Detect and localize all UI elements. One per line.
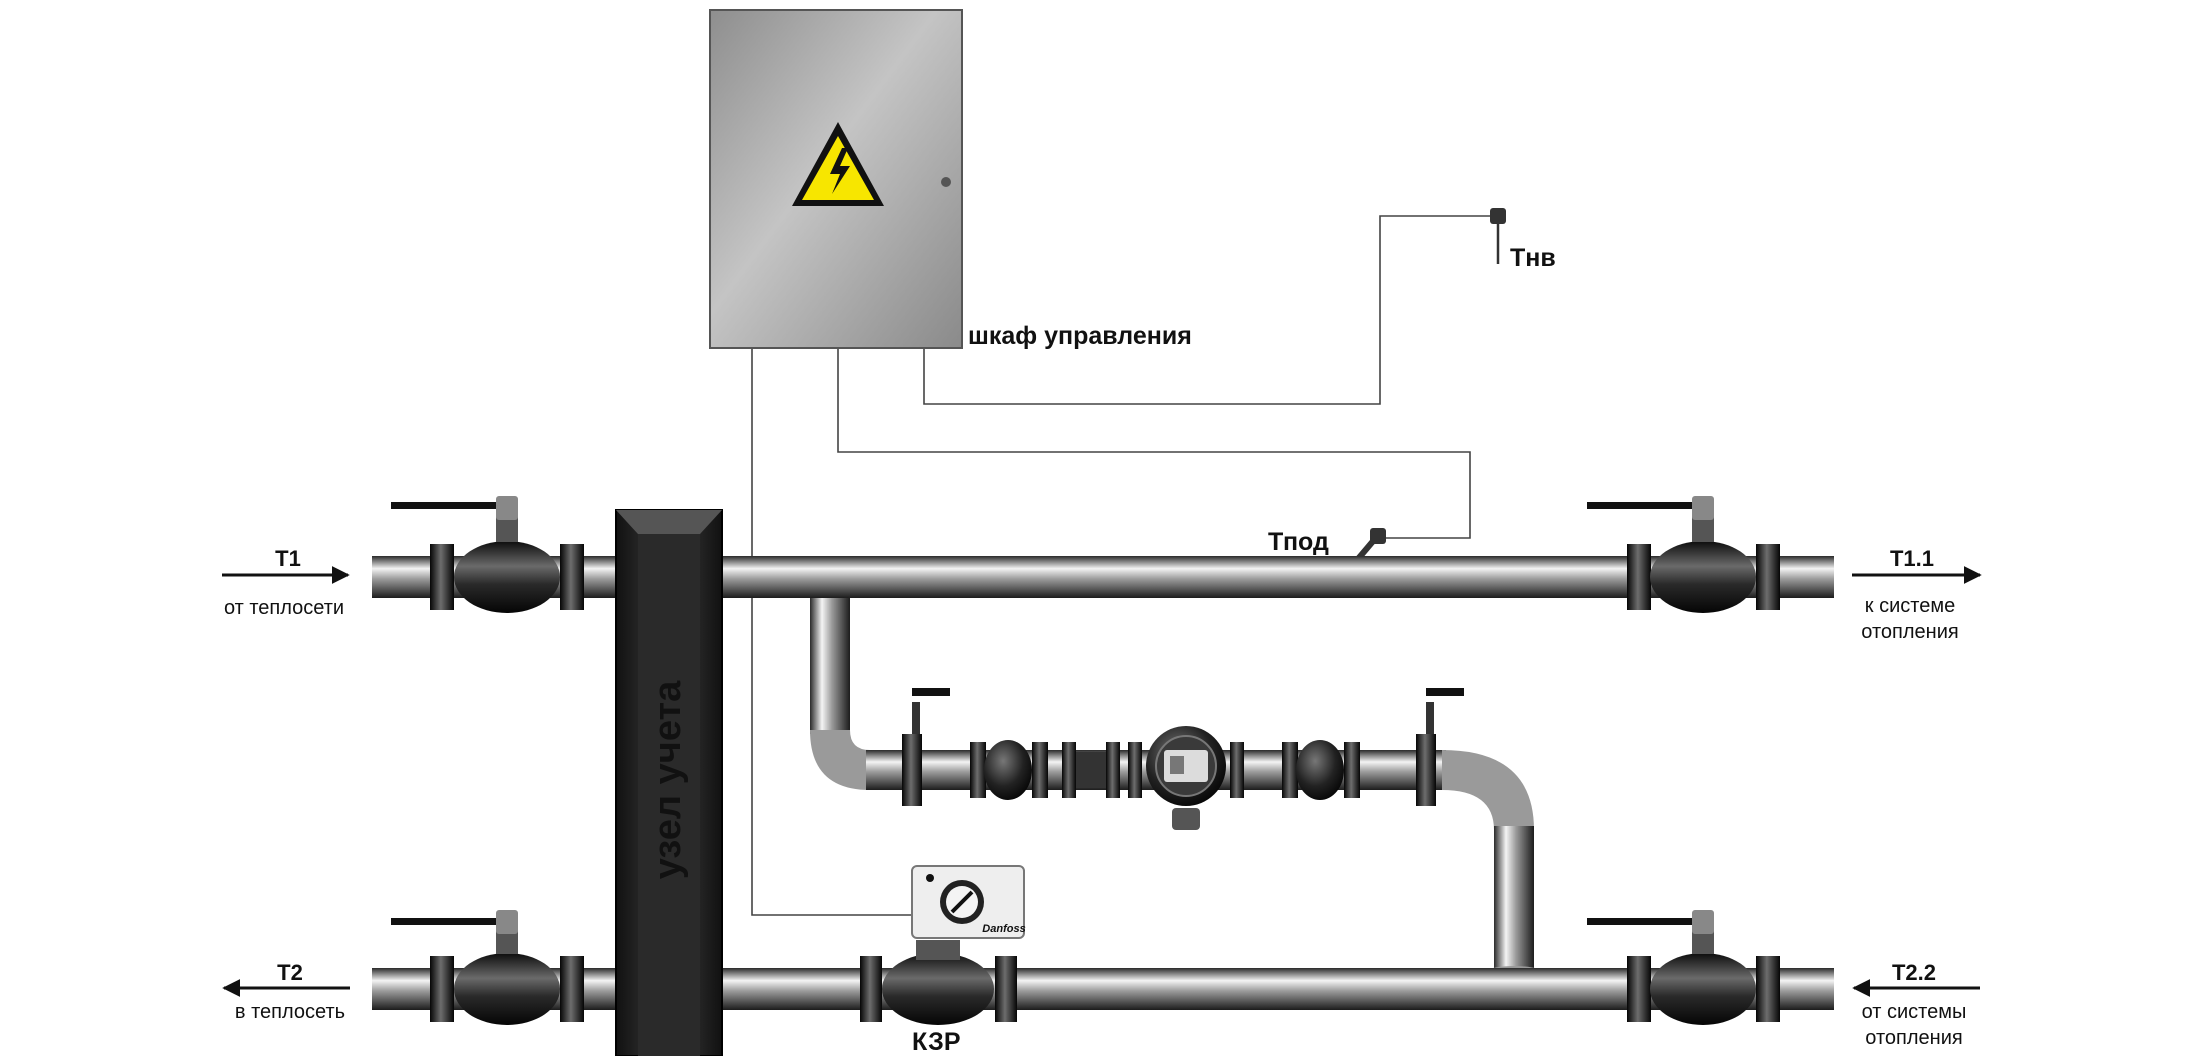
- port-t22-line2: отопления: [1865, 1027, 1962, 1049]
- bypass-riser-right: [1494, 826, 1534, 976]
- ball-valve-t11[interactable]: [1587, 496, 1780, 613]
- wire-to-outdoor-sensor: [923, 215, 1490, 405]
- port-t2-line1: в теплосеть: [235, 1001, 345, 1023]
- port-t11: Т1.1 к системе отопления: [1861, 546, 1958, 643]
- kzr-actuator[interactable]: Danfoss: [911, 865, 1026, 939]
- port-t11-line2: отопления: [1861, 621, 1958, 643]
- ball-valve-t1[interactable]: [391, 496, 584, 613]
- strainer-filter: [970, 740, 1048, 800]
- control-cabinet[interactable]: [709, 9, 963, 349]
- port-t22-code: Т2.2: [1892, 960, 1936, 985]
- bypass-valve-left[interactable]: [902, 688, 950, 806]
- port-t11-code: Т1.1: [1890, 546, 1934, 571]
- port-t11-line1: к системе: [1865, 595, 1955, 617]
- bypass-elbow-right: [1442, 750, 1534, 830]
- control-wires: [751, 215, 1490, 916]
- kzr-label: КЗР: [912, 1028, 961, 1056]
- outdoor-temperature-sensor: [1490, 208, 1506, 264]
- kzr-control-valve[interactable]: Danfoss: [860, 865, 1026, 1025]
- sensor-supply-label: Тпод: [1268, 528, 1329, 556]
- bypass-valve-right[interactable]: [1416, 688, 1464, 806]
- metering-unit[interactable]: [615, 509, 723, 1056]
- actuator-brand-logo: Danfoss: [982, 923, 1025, 935]
- port-t1-line1: от теплосети: [224, 597, 344, 619]
- high-voltage-warning-icon: [792, 122, 884, 206]
- port-t2-code: Т2: [277, 960, 303, 985]
- ball-valve-t22[interactable]: [1587, 910, 1780, 1025]
- bypass-equipment: [902, 688, 1464, 830]
- port-t2: Т2 в теплосеть: [235, 960, 345, 1023]
- circulation-pump[interactable]: [1128, 726, 1244, 830]
- port-t22-line1: от системы: [1862, 1001, 1967, 1023]
- supply-pipe: [372, 556, 1834, 598]
- port-t1-code: Т1: [275, 546, 301, 571]
- metering-unit-label: узел учета: [647, 680, 689, 879]
- sensor-outdoor-label: Тнв: [1510, 244, 1556, 272]
- return-pipe: [372, 968, 1834, 1010]
- bypass-elbow-left: [810, 730, 870, 790]
- ball-valve-t2[interactable]: [391, 910, 584, 1025]
- cabinet-lock-icon: [941, 177, 951, 187]
- cabinet-label: шкаф управления: [968, 322, 1192, 350]
- port-t22: Т2.2 от системы отопления: [1862, 960, 1967, 1049]
- flow-meter: [1062, 742, 1120, 798]
- wire-to-supply-sensor: [837, 348, 1471, 539]
- wire-to-kzr-actuator: [751, 348, 912, 916]
- check-valve: [1282, 740, 1360, 800]
- port-t1: Т1 от теплосети: [224, 546, 344, 619]
- bypass-riser-left: [810, 594, 850, 734]
- flow-arrows: [222, 566, 1982, 997]
